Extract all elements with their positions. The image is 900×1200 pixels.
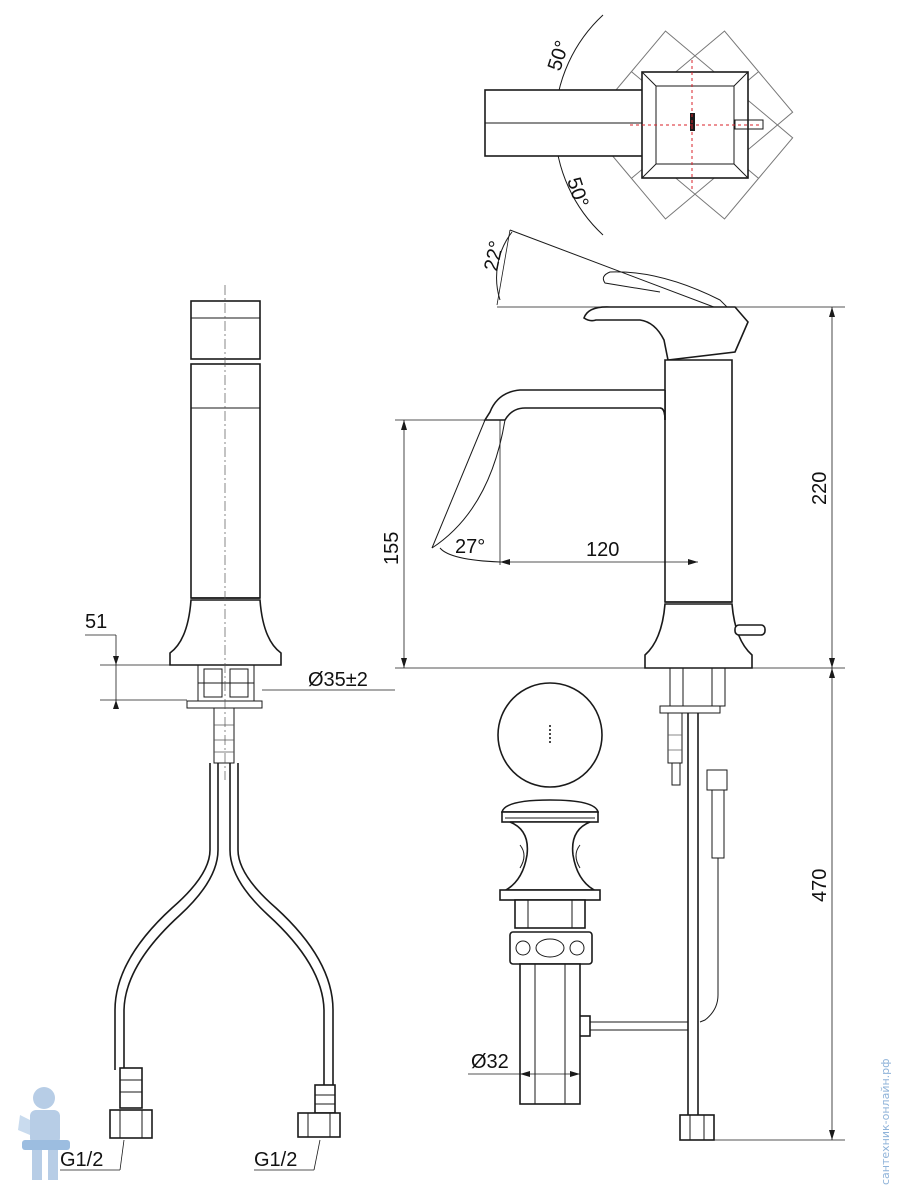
dim-hose-length: 470 xyxy=(809,869,831,902)
dim-deck-thickness: 51 xyxy=(85,611,107,633)
dim-spout-height: 155 xyxy=(381,532,403,565)
thread-label-left: G1/2 xyxy=(60,1149,103,1171)
angle-label-top-left: 50° xyxy=(544,38,574,74)
side-dimensions: 220 470 155 120 27° xyxy=(381,306,845,1141)
angle-label-top-right: 50° xyxy=(562,175,592,211)
dim-height-total: 220 xyxy=(809,472,831,505)
thread-label-right: G1/2 xyxy=(254,1149,297,1171)
watermark-logo xyxy=(18,1087,70,1180)
dim-drain-diameter: Ø32 xyxy=(471,1051,509,1073)
dim-spout-reach: 120 xyxy=(586,539,619,561)
angle-label-handle: 22° xyxy=(480,239,508,273)
watermark-text: сантехник-онлайн.рф xyxy=(879,1058,892,1185)
drain-assembly: Ø32 xyxy=(468,682,603,1105)
dim-hole-diameter: Ø35±2 xyxy=(308,669,368,691)
side-view: 22° xyxy=(431,229,766,1141)
angle-label-spout: 27° xyxy=(455,536,485,558)
front-view xyxy=(109,285,341,1139)
top-view: 50° 50° xyxy=(484,14,794,236)
front-dimensions: 51 Ø35±2 G1/2 G1/2 xyxy=(60,611,395,1171)
